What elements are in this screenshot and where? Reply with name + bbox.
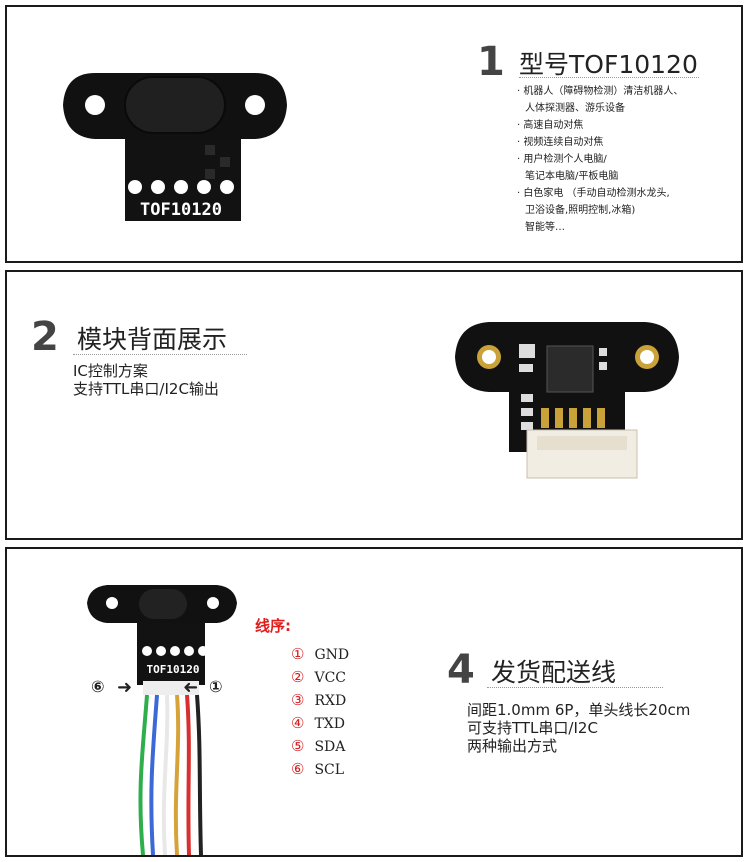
- feature-item: 笔记本电脑/平板电脑: [525, 171, 619, 182]
- section-title: 模块背面展示: [77, 325, 228, 354]
- feature-item: · 高速自动对焦: [517, 120, 584, 131]
- feature-list: · 机器人（障碍物检测）清洁机器人、 人体探测器、游乐设备 · 高速自动对焦 ·…: [517, 83, 683, 236]
- section-title: 型号TOF10120: [519, 50, 698, 79]
- wire-6-arrow-label: ⑥: [91, 677, 105, 696]
- feature-item: 智能等…: [525, 222, 565, 233]
- section-model: TOF10120 1 型号TOF10120 · 机器人（障碍物检测）清洁机器人、…: [5, 5, 743, 263]
- title-underline: [519, 77, 699, 78]
- section-number: 1: [477, 39, 505, 85]
- feature-item: 卫浴设备,照明控制,冰箱): [525, 205, 636, 216]
- title-underline: [73, 354, 247, 355]
- desc-line: 间距1.0mm 6P，单头线长20cm: [467, 701, 691, 719]
- tof-sensor-cable-image: TOF10120: [87, 585, 237, 855]
- section-title: 发货配送线: [491, 658, 617, 687]
- board-label: TOF10120: [147, 663, 200, 676]
- tof-sensor-back-image: [455, 322, 679, 479]
- arrow-right-icon: ➜: [117, 677, 133, 698]
- feature-item: · 用户检测个人电脑/: [517, 154, 607, 165]
- feature-item: · 白色家电 （手动自动检测水龙头,: [517, 188, 670, 199]
- feature-item: · 视频连续自动对焦: [517, 137, 604, 148]
- desc-line: 支持TTL串口/I2C输出: [73, 380, 219, 398]
- desc-line: 两种输出方式: [467, 737, 558, 755]
- section-back-view: 2 模块背面展示 IC控制方案 支持TTL串口/I2C输出: [5, 270, 743, 540]
- section-number: 4: [447, 647, 475, 693]
- feature-item: 人体探测器、游乐设备: [525, 103, 625, 114]
- feature-item: · 机器人（障碍物检测）清洁机器人、: [517, 86, 684, 97]
- wiring-title: 线序:: [255, 617, 291, 635]
- tof-sensor-front-image: TOF10120: [63, 73, 287, 221]
- desc-line: 可支持TTL串口/I2C: [467, 719, 598, 737]
- desc-line: IC控制方案: [73, 362, 148, 380]
- board-label: TOF10120: [140, 200, 222, 220]
- title-underline: [487, 687, 663, 688]
- section-number: 2: [31, 314, 59, 360]
- wire-1-arrow-label: ①: [209, 677, 223, 696]
- arrow-left-icon: ➜: [183, 677, 199, 698]
- cable-description: 间距1.0mm 6P，单头线长20cm 可支持TTL串口/I2C 两种输出方式: [467, 701, 690, 755]
- back-description: IC控制方案 支持TTL串口/I2C输出: [73, 362, 219, 398]
